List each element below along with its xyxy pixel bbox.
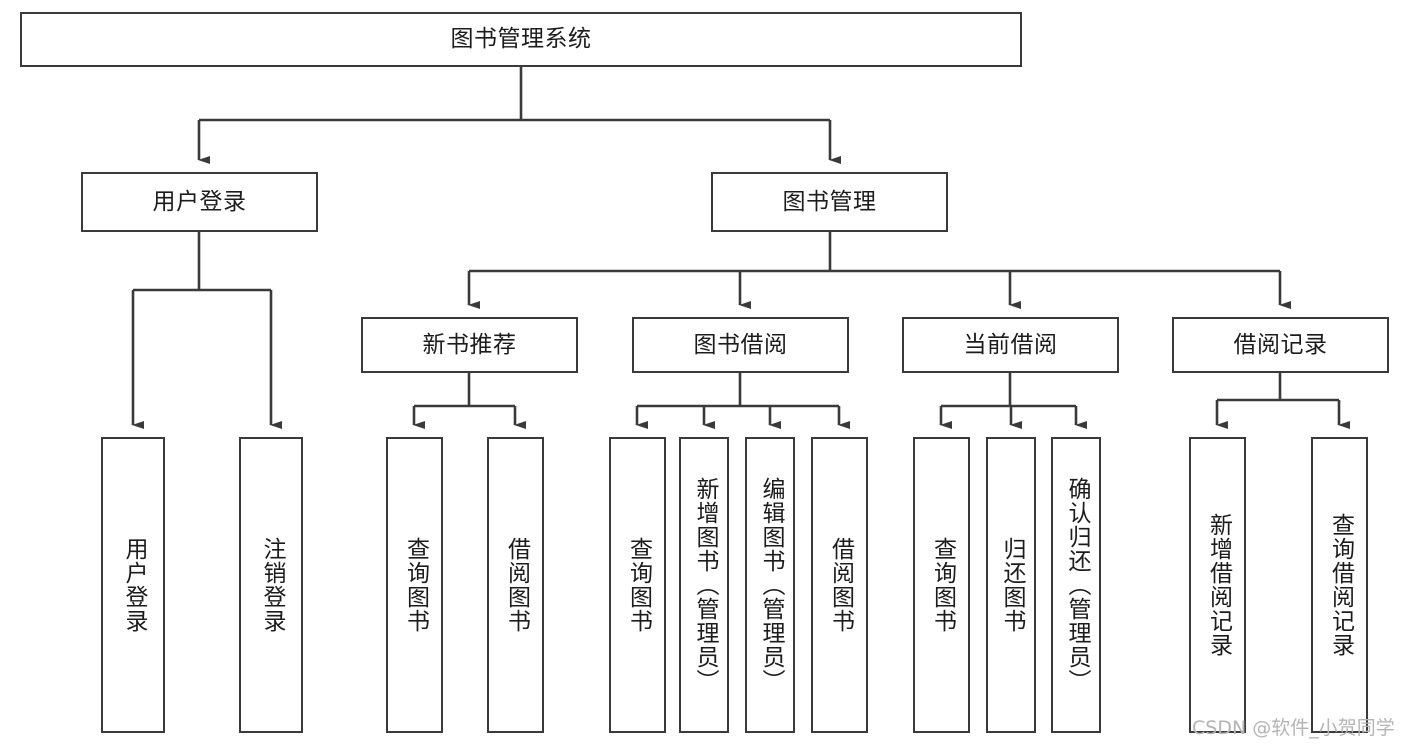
node-leaf-user-logout-label: 注销登录 (258, 537, 285, 633)
node-borrow-record-label: 借阅记录 (1233, 331, 1328, 358)
node-book-manage-label: 图书管理 (782, 188, 877, 215)
node-leaf-borrow-book-2-label: 借阅图书 (827, 537, 854, 633)
leaf-borrow-book-2-text-wrap: 借阅图书 (813, 439, 866, 731)
node-borrow-record[interactable]: 借阅记录 (1172, 317, 1389, 373)
node-leaf-query-book-2[interactable]: 查询图书 (609, 437, 666, 733)
node-current-borrow[interactable]: 当前借阅 (902, 317, 1119, 373)
node-root[interactable]: 图书管理系统 (20, 12, 1022, 67)
node-leaf-return-book-label: 归还图书 (998, 537, 1025, 633)
node-new-book-recommend[interactable]: 新书推荐 (361, 317, 578, 373)
node-book-manage[interactable]: 图书管理 (711, 172, 948, 232)
node-leaf-add-book[interactable]: 新增图书（管理员） (679, 437, 729, 733)
node-new-book-recommend-label: 新书推荐 (422, 331, 517, 358)
node-leaf-borrow-book-2[interactable]: 借阅图书 (811, 437, 868, 733)
node-leaf-query-book-1[interactable]: 查询图书 (386, 437, 443, 733)
node-leaf-confirm-return-label: 确认归还（管理员） (1063, 477, 1090, 693)
node-leaf-user-login-label: 用户登录 (120, 537, 147, 633)
node-leaf-user-login[interactable]: 用户登录 (101, 437, 165, 733)
node-user-login[interactable]: 用户登录 (81, 172, 318, 232)
csdn-watermark: CSDN @软件_小贺同学 (1192, 717, 1395, 739)
node-leaf-query-book-3-label: 查询图书 (929, 537, 956, 633)
node-leaf-query-record-label: 查询借阅记录 (1327, 513, 1354, 657)
node-root-label: 图书管理系统 (450, 26, 592, 53)
leaf-user-logout-text-wrap: 注销登录 (241, 439, 301, 731)
node-leaf-edit-book-label: 编辑图书（管理员） (757, 477, 784, 693)
leaf-query-book-1-text-wrap: 查询图书 (388, 439, 441, 731)
leaf-add-record-text-wrap: 新增借阅记录 (1191, 439, 1244, 731)
leaf-user-login-text-wrap: 用户登录 (103, 439, 163, 731)
node-leaf-query-book-3[interactable]: 查询图书 (913, 437, 970, 733)
node-leaf-add-book-label: 新增图书（管理员） (691, 477, 718, 693)
node-leaf-query-book-2-label: 查询图书 (625, 537, 652, 633)
node-leaf-add-record-label: 新增借阅记录 (1205, 513, 1232, 657)
leaf-return-book-text-wrap: 归还图书 (988, 439, 1034, 731)
node-user-login-label: 用户登录 (152, 188, 247, 215)
node-leaf-user-logout[interactable]: 注销登录 (239, 437, 303, 733)
leaf-add-book-text-wrap: 新增图书（管理员） (681, 439, 727, 731)
node-book-borrow-label: 图书借阅 (693, 331, 788, 358)
node-leaf-query-book-1-label: 查询图书 (402, 537, 429, 633)
leaf-edit-book-text-wrap: 编辑图书（管理员） (747, 439, 793, 731)
node-leaf-borrow-book-1-label: 借阅图书 (503, 537, 530, 633)
leaf-borrow-book-1-text-wrap: 借阅图书 (489, 439, 542, 731)
node-leaf-return-book[interactable]: 归还图书 (986, 437, 1036, 733)
node-leaf-add-record[interactable]: 新增借阅记录 (1189, 437, 1246, 733)
leaf-query-record-text-wrap: 查询借阅记录 (1313, 439, 1366, 731)
node-current-borrow-label: 当前借阅 (963, 331, 1058, 358)
node-leaf-borrow-book-1[interactable]: 借阅图书 (487, 437, 544, 733)
leaf-confirm-return-text-wrap: 确认归还（管理员） (1053, 439, 1099, 731)
node-leaf-query-record[interactable]: 查询借阅记录 (1311, 437, 1368, 733)
node-leaf-confirm-return[interactable]: 确认归还（管理员） (1051, 437, 1101, 733)
node-book-borrow[interactable]: 图书借阅 (632, 317, 849, 373)
leaf-query-book-2-text-wrap: 查询图书 (611, 439, 664, 731)
leaf-query-book-3-text-wrap: 查询图书 (915, 439, 968, 731)
node-leaf-edit-book[interactable]: 编辑图书（管理员） (745, 437, 795, 733)
